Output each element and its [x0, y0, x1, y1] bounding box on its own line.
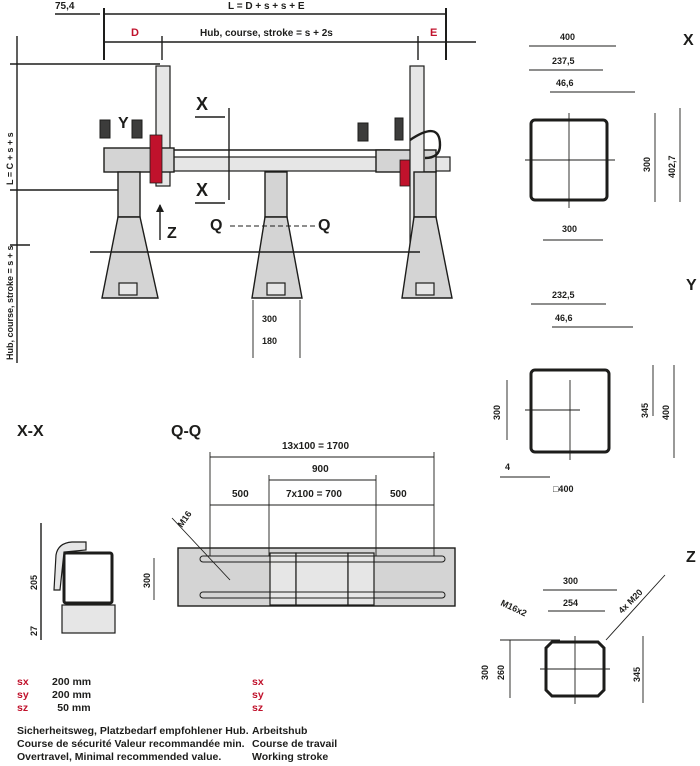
section-qq-center: 900: [312, 464, 329, 475]
section-marker-x-bottom: X: [196, 180, 208, 200]
section-x-height-inner: 300: [642, 157, 652, 172]
legend-row: sx 200 mm: [17, 676, 92, 688]
section-y-bottom: □400: [553, 484, 573, 494]
section-y-height-left: 300: [492, 405, 502, 420]
section-y-height-outer: 400: [661, 405, 671, 420]
section-marker-q-right: Q: [318, 217, 330, 234]
legend-caption-fr: Course de sécurité Valeur recommandée mi…: [17, 738, 245, 750]
section-x-bottom-width: 300: [562, 224, 577, 234]
section-z-diag-left: M16x2: [499, 598, 528, 619]
section-qq-hole: M16: [175, 509, 193, 529]
section-y-height-right: 345: [640, 403, 650, 418]
left-offset-dim: 75,4: [55, 1, 75, 12]
foot-dim-b: 180: [262, 336, 277, 346]
legend-caption-de: Sicherheitsweg, Platzbedarf empfohlener …: [17, 725, 249, 737]
section-x-offset: 46,6: [556, 78, 574, 88]
section-z-height-right: 345: [632, 667, 642, 682]
left-vertical-dimensions: L = C + s + s Hub, course, stroke = s + …: [5, 36, 160, 363]
section-x: X 400 237,5 46,6 300 300 402,7: [525, 32, 694, 241]
section-qq-height: 300: [142, 573, 152, 588]
section-y-width: 232,5: [552, 290, 575, 300]
dim-d-label: D: [131, 27, 139, 39]
gantry-main-view: 300 180 X X Y Z Q Q: [90, 65, 453, 358]
section-qq-total: 13x100 = 1700: [282, 441, 349, 452]
section-x-width-total: 400: [560, 32, 575, 42]
legend-right-caption-en: Working stroke: [252, 751, 329, 763]
vertical-total-dim: L = C + s + s: [5, 132, 15, 185]
section-x-width-a: 237,5: [552, 56, 575, 66]
section-y-wall: 4: [505, 462, 510, 472]
top-dimensions: 75,4 L = D + s + s + E D Hub, course, st…: [55, 1, 476, 60]
section-z-width-inner: 254: [563, 598, 578, 608]
section-x-height-outer: 402,7: [667, 155, 677, 178]
section-z-diag-right: 4x M20: [616, 587, 644, 615]
dim-e-label: E: [430, 27, 437, 39]
section-z-height-left-a: 300: [480, 665, 490, 680]
section-q-q: Q-Q 13x100 = 1700 900 500 7x100 = 700 50…: [142, 423, 456, 607]
section-z: Z 300 254 M16x2 4x M20 300 260 345: [480, 549, 696, 704]
section-z-label: Z: [686, 549, 696, 566]
section-y: Y 232,5 46,6 300 345 400 4 □400: [492, 277, 697, 494]
section-qq-mid: 7x100 = 700: [286, 489, 342, 500]
legend-working-stroke: sx sy sz Arbeitshub Course de travail Wo…: [252, 676, 338, 763]
section-x-label: X: [683, 32, 694, 49]
stroke-dim: Hub, course, stroke = s + 2s: [200, 28, 333, 39]
section-z-width-outer: 300: [563, 576, 578, 586]
vertical-stroke-dim: Hub, course, stroke = s + s: [5, 245, 15, 360]
legend-right-caption-de: Arbeitshub: [252, 725, 308, 737]
support-leg-left: [101, 171, 159, 299]
legend-row: sz 50 mm: [17, 702, 91, 714]
section-xx-label: X-X: [17, 423, 44, 440]
support-leg-right: [401, 171, 453, 299]
support-leg-middle: [251, 171, 303, 299]
legend-overtravel: sx 200 mm sy 200 mm sz 50 mm Sicherheits…: [17, 676, 249, 764]
section-x-x: X-X 205 27: [17, 423, 116, 640]
section-y-offset: 46,6: [555, 313, 573, 323]
legend-row: sy 200 mm: [17, 689, 92, 701]
section-qq-right: 500: [390, 489, 407, 500]
section-qq-left: 500: [232, 489, 249, 500]
view-marker-y: Y: [118, 115, 129, 132]
section-qq-label: Q-Q: [171, 423, 201, 440]
foot-dim-a: 300: [262, 314, 277, 324]
legend-caption-en: Overtravel, Minimal recommended value.: [17, 751, 222, 763]
total-length-dim: L = D + s + s + E: [228, 1, 305, 12]
view-marker-z: Z: [167, 225, 177, 242]
section-marker-q-left: Q: [210, 217, 222, 234]
section-xx-height: 205: [29, 575, 39, 590]
section-marker-x-top: X: [196, 94, 208, 114]
section-xx-bottom: 27: [29, 626, 39, 636]
legend-right-caption-fr: Course de travail: [252, 738, 338, 750]
section-z-height-left-b: 260: [496, 665, 506, 680]
section-y-label: Y: [686, 277, 697, 294]
